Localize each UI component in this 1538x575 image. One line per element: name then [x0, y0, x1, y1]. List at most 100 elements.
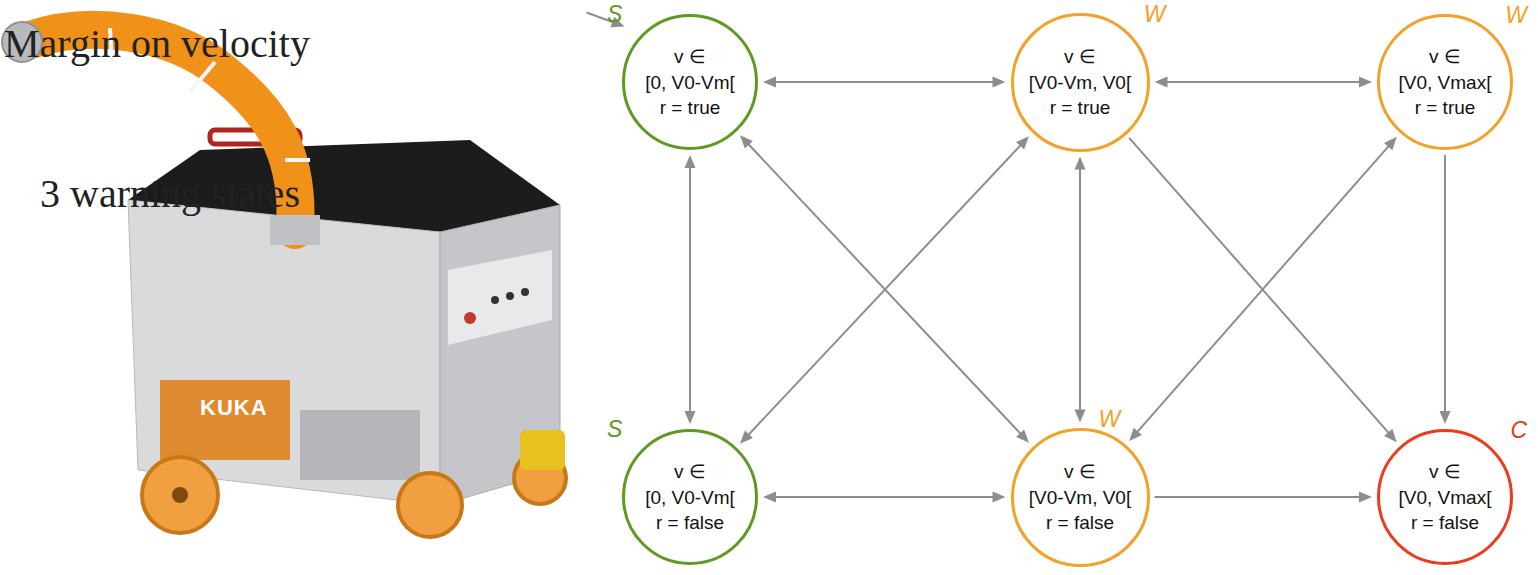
text-line: [0, V0-Vm[ — [645, 484, 735, 510]
arrowhead — [740, 135, 753, 148]
transition-arrow — [1075, 157, 1086, 423]
robot-button — [491, 296, 499, 304]
state-content: v ∈ [V0-Vm, V0[r = false — [1029, 459, 1131, 536]
transition-arrow — [740, 136, 1029, 444]
state-circle: Wv ∈ [V0-Vm, V0[r = true — [1011, 13, 1150, 152]
robot-wheel — [398, 473, 462, 537]
state-text: r = true — [1399, 95, 1492, 121]
text-line: [V0-Vm, V0[ — [1029, 484, 1131, 510]
transition-arrow — [740, 135, 1029, 443]
transition-line — [773, 496, 996, 498]
transition-line — [1155, 496, 1363, 498]
arrowhead — [1384, 429, 1397, 442]
state-kind: W — [1099, 406, 1121, 433]
arrowhead — [763, 77, 776, 88]
robot-illustration — [0, 0, 600, 575]
transition-line — [773, 81, 996, 83]
robot-arm-base — [270, 215, 320, 245]
state-text: r = true — [1029, 95, 1131, 121]
state-text: v ∈ [V0-Vm, V0[ — [1029, 44, 1131, 95]
state-text: r = true — [645, 95, 735, 121]
logo-text: KUKA — [200, 395, 268, 421]
robot-orange-panel — [160, 380, 290, 460]
state-kind: S — [607, 416, 622, 443]
arrowhead — [740, 431, 753, 444]
arrowhead — [1359, 492, 1372, 503]
arrowhead — [1359, 77, 1372, 88]
text-line: v ∈ — [1029, 459, 1131, 485]
circle-shape — [1012, 429, 1148, 565]
arrowhead — [993, 77, 1006, 88]
transition-line — [1165, 81, 1363, 83]
arrowhead — [763, 492, 776, 503]
slide-text: Margin on velocity — [4, 20, 310, 67]
arrowhead — [993, 492, 1006, 503]
robot-panel — [448, 250, 552, 345]
text-line: v ∈ — [645, 459, 735, 485]
transition-arrow — [685, 155, 696, 424]
robot-button — [506, 292, 514, 300]
transition-arrow — [1155, 492, 1373, 503]
arrowhead — [1016, 136, 1029, 149]
state-content: v ∈ [V0, Vmax[r = false — [1399, 459, 1492, 536]
state-kind: W — [1505, 2, 1527, 29]
state-content: v ∈ [0, V0-Vm[r = false — [645, 459, 735, 536]
circle-shape — [624, 431, 757, 564]
arrowhead — [1384, 137, 1397, 150]
state-kind: W — [1144, 1, 1166, 28]
robot-wheel — [142, 457, 218, 533]
arrowhead — [1075, 410, 1086, 423]
arrowhead — [1075, 157, 1086, 170]
circle-shape — [1012, 14, 1148, 150]
arrowhead — [685, 155, 696, 168]
arrowhead — [1440, 411, 1451, 424]
arrowhead — [685, 411, 696, 424]
transition-line — [689, 165, 691, 414]
text-line: v ∈ — [1399, 459, 1492, 485]
circle-shape — [624, 16, 757, 149]
transition-arrow — [1155, 77, 1373, 88]
arrowhead — [1129, 428, 1142, 441]
transition-line — [1079, 167, 1081, 413]
state-text: r = false — [1029, 510, 1131, 536]
text-line: [0, V0-Vm[ — [645, 69, 735, 95]
slide-text: 3 warning states — [40, 170, 300, 217]
robot-scanner — [520, 430, 565, 470]
state-text: r = false — [645, 510, 735, 536]
arrowhead — [1155, 77, 1168, 88]
robot-button — [464, 312, 476, 324]
transition-line — [747, 144, 1022, 437]
robot-grille — [300, 410, 420, 480]
text-line: [V0-Vm, V0[ — [1029, 69, 1131, 95]
state-text: v ∈ [V0, Vmax[ — [1399, 459, 1492, 510]
state-content: v ∈ [V0-Vm, V0[r = true — [1029, 44, 1131, 121]
transition-arrow — [763, 492, 1006, 503]
text-line: [V0, Vmax[ — [1399, 484, 1492, 510]
state-text: v ∈ [0, V0-Vm[ — [645, 459, 735, 510]
state-circle: Cv ∈ [V0, Vmax[r = false — [1377, 429, 1513, 565]
state-content: v ∈ [V0, Vmax[r = true — [1399, 44, 1492, 121]
robot-wheel-hub — [172, 487, 188, 503]
transition-arrow — [763, 77, 1006, 88]
circle-shape — [1379, 16, 1512, 149]
state-text: r = false — [1399, 510, 1492, 536]
transition-arrow — [1129, 137, 1397, 441]
state-kind: S — [607, 1, 622, 28]
transition-arrow — [1129, 138, 1397, 442]
state-circle: Wv ∈ [V0, Vmax[r = true — [1377, 14, 1513, 150]
state-circle: Sv ∈ [0, V0-Vm[r = true — [622, 14, 758, 150]
state-content: v ∈ [0, V0-Vm[r = true — [645, 44, 735, 121]
state-text: v ∈ [V0, Vmax[ — [1399, 44, 1492, 95]
transition-line — [1136, 144, 1390, 433]
state-text: v ∈ [V0-Vm, V0[ — [1029, 459, 1131, 510]
state-circle: Wv ∈ [V0-Vm, V0[r = false — [1011, 428, 1150, 567]
text-line: v ∈ — [645, 44, 735, 70]
transition-line — [1444, 155, 1446, 414]
transition-arrow — [1440, 155, 1451, 424]
circle-shape — [1379, 431, 1512, 564]
transition-line — [1129, 138, 1390, 435]
text-line: v ∈ — [1029, 44, 1131, 70]
arrowhead — [1016, 429, 1029, 442]
